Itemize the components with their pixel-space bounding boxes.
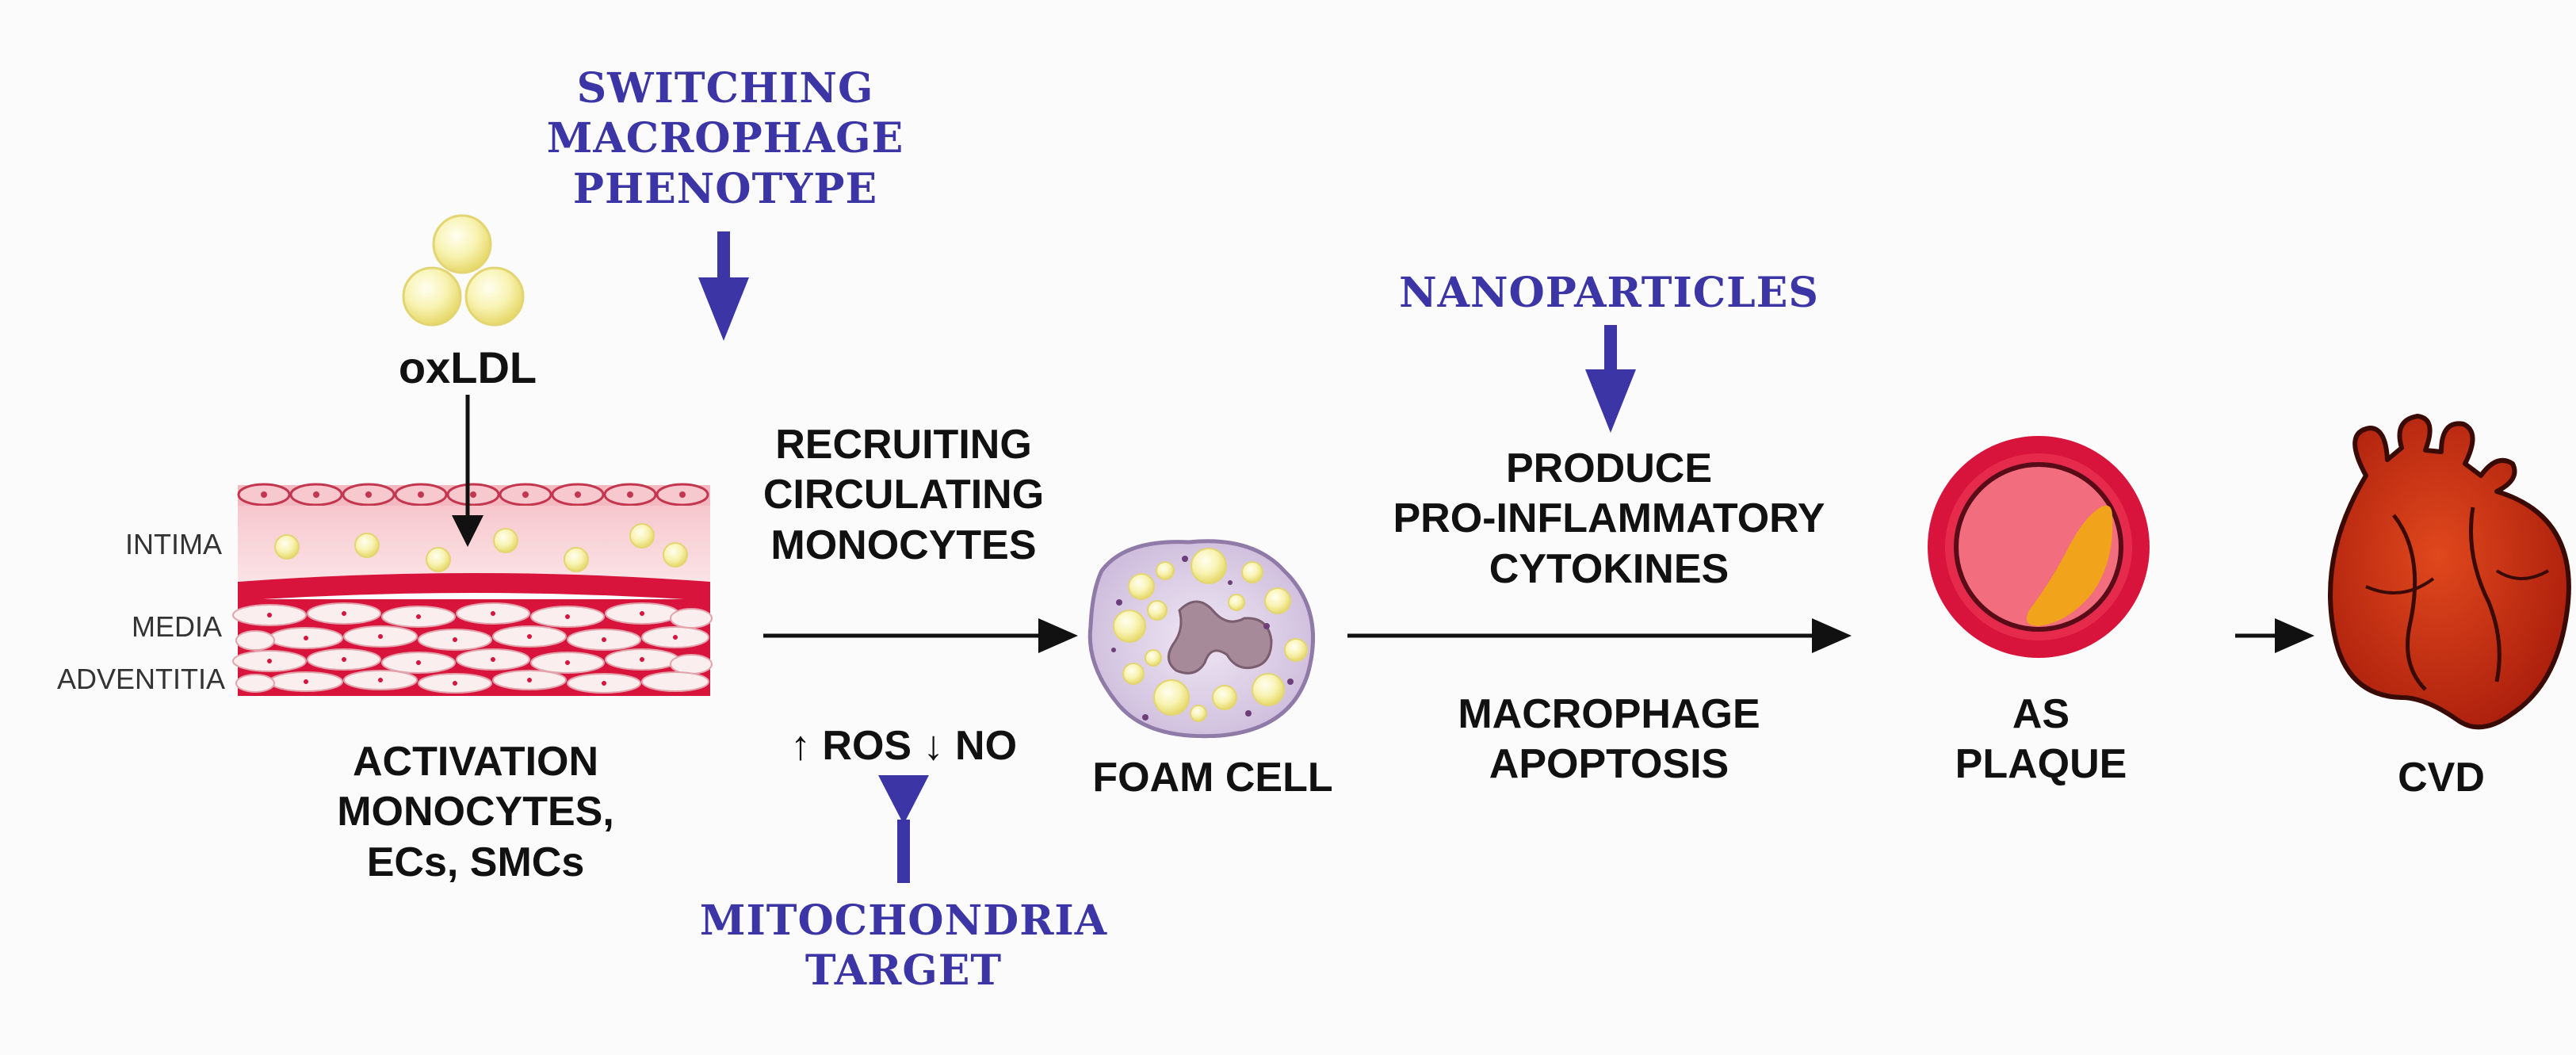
arrow-to-plaque (1347, 618, 1852, 653)
mitochondria-target-label: MITOCHONDRIA TARGET (699, 896, 1108, 996)
intima-label: INTIMA (125, 528, 222, 560)
oxldl-particles (402, 214, 525, 327)
plaque-artery (1928, 436, 2150, 658)
artery-wall (232, 483, 713, 696)
macrophage-apoptosis-label: MACROPHAGE APOPTOSIS (1458, 691, 1760, 788)
foam-cell (1087, 539, 1316, 739)
intima-lipid-droplets (274, 523, 688, 572)
ros-no-label: ↑ ROS ↓ NO (789, 723, 1018, 769)
cytokines-label: PRODUCE PRO-INFLAMMATORY CYTOKINES (1393, 445, 1825, 592)
nanoparticles-label: NANOPARTICLES (1399, 269, 1819, 317)
foam-cell-label: FOAM CELL (1092, 755, 1333, 801)
switching-arrow (698, 231, 749, 341)
heart-icon (2328, 414, 2571, 730)
plaque-lipid-core (2026, 505, 2113, 626)
mitochondria-arrow (878, 775, 929, 883)
arrow-to-cvd (2235, 618, 2314, 653)
activation-caption: ACTIVATION MONOCYTES, ECs, SMCs (337, 739, 614, 885)
switching-macrophage-phenotype-label: SWITCHING MACROPHAGE PHENOTYPE (546, 64, 904, 213)
nanoparticles-arrow (1585, 325, 1636, 433)
adventitia-label: ADVENTITIA (56, 663, 225, 695)
oxldl-arrowhead (452, 515, 483, 547)
arrow-to-foam-cell (763, 618, 1078, 653)
recruiting-monocytes-label: RECRUITING CIRCULATING MONOCYTES (762, 422, 1045, 568)
cvd-label: CVD (2398, 755, 2485, 801)
media-label: MEDIA (131, 610, 222, 643)
as-plaque-label: AS PLAQUE (1955, 691, 2127, 788)
oxldl-label: oxLDL (398, 342, 537, 392)
